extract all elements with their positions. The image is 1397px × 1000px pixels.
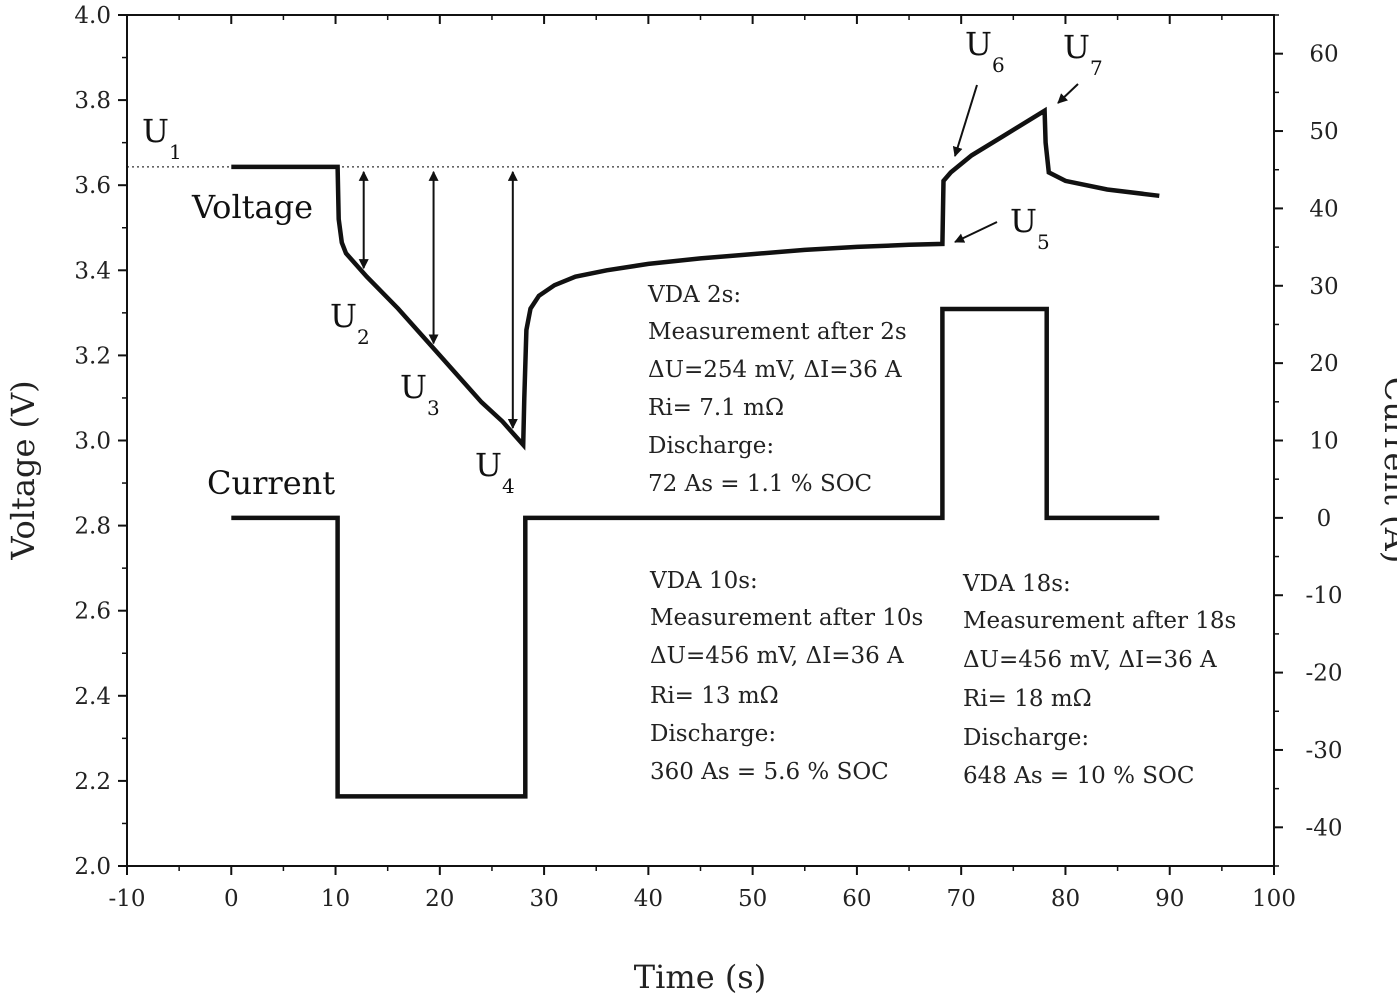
y2-tick-label: -30: [1305, 738, 1342, 764]
annotation-line: VDA 10s:: [649, 568, 758, 594]
y-tick-label: 4.0: [74, 3, 111, 29]
x-tick-label: 80: [1051, 886, 1080, 912]
annotation-line: VDA 2s:: [647, 282, 741, 308]
y-tick-label: 3.6: [74, 173, 111, 199]
annotation-line: 360 As = 5.6 % SOC: [650, 759, 889, 785]
point-label-u4: U4: [475, 446, 515, 498]
x-tick-label: 10: [321, 886, 350, 912]
point-label-u6: U6: [965, 25, 1005, 77]
point-label-u5: U5: [1010, 202, 1050, 254]
point-label-u7: U7: [1063, 28, 1103, 80]
y-tick-label: 3.8: [74, 88, 111, 114]
annotation-line: Discharge:: [650, 721, 776, 747]
series-label-voltage: Voltage: [191, 188, 313, 226]
y2-tick-label: 30: [1309, 274, 1338, 300]
pointer-arrow-u6: [952, 84, 978, 157]
point-label-u1: U1: [142, 112, 182, 164]
annotation-line: 648 As = 10 % SOC: [963, 763, 1194, 789]
y-tick-label: 3.2: [74, 343, 111, 369]
annotation-line: Ri= 18 mΩ: [963, 686, 1092, 712]
x-tick-label: 90: [1155, 886, 1184, 912]
y2-tick-label: -10: [1305, 583, 1342, 609]
measurement-arrows-layer: [358, 170, 518, 430]
y2-tick-label: -20: [1305, 661, 1342, 687]
series-layer: [231, 106, 1160, 799]
y-tick-label: 2.0: [74, 854, 111, 880]
annotation-line: Measurement after 2s: [648, 319, 907, 345]
series-line-current: [231, 306, 1160, 799]
x-tick-label: -10: [108, 886, 145, 912]
x-tick-label: 70: [947, 886, 976, 912]
annotation-line: ΔU=456 mV, ΔI=36 A: [650, 643, 904, 669]
y2-tick-label: 10: [1309, 429, 1338, 455]
y-tick-label: 3.4: [74, 258, 111, 284]
series-label-current: Current: [207, 464, 335, 502]
x-tick-label: 0: [224, 886, 239, 912]
annotation-line: Measurement after 10s: [650, 605, 923, 631]
point-label-u3: U3: [400, 368, 440, 420]
y-tick-label: 2.4: [74, 684, 111, 710]
y2-tick-label: 50: [1309, 119, 1338, 145]
y-tick-label: 2.6: [74, 599, 111, 625]
annotation-line: ΔU=254 mV, ΔI=36 A: [648, 357, 902, 383]
series-line-voltage: [231, 106, 1160, 451]
point-label-u2: U2: [330, 297, 370, 349]
y-tick-label: 3.0: [74, 429, 111, 455]
pointer-arrow-u7: [1057, 83, 1079, 104]
x-tick-label: 20: [425, 886, 454, 912]
pointer-arrow-u5: [954, 221, 998, 243]
annotation-line: VDA 18s:: [962, 571, 1071, 597]
y-tick-label: 2.2: [74, 769, 111, 795]
annotation-line: ΔU=456 mV, ΔI=36 A: [963, 647, 1217, 673]
annotation-vda-2s: VDA 2s: Measurement after 2s ΔU=254 mV, …: [647, 282, 907, 497]
annotation-line: Discharge:: [963, 725, 1089, 751]
annotation-line: 72 As = 1.1 % SOC: [648, 471, 872, 497]
y2-axis-title: Current (A): [1377, 377, 1397, 563]
x-tick-label: 40: [634, 886, 663, 912]
y2-tick-label: 0: [1317, 506, 1332, 532]
y-axis-title: Voltage (V): [4, 380, 42, 560]
y2-tick-label: 60: [1309, 42, 1338, 68]
y2-tick-label: 20: [1309, 351, 1338, 377]
x-axis-title: Time (s): [634, 958, 766, 996]
x-tick-label: 100: [1252, 886, 1296, 912]
annotation-line: Ri= 13 mΩ: [650, 683, 779, 709]
y-tick-label: 2.8: [74, 514, 111, 540]
annotation-vda-18s: VDA 18s: Measurement after 18s ΔU=456 mV…: [962, 571, 1236, 789]
annotation-line: Ri= 7.1 mΩ: [648, 395, 784, 421]
x-tick-label: 50: [738, 886, 767, 912]
x-tick-label: 60: [842, 886, 871, 912]
y2-tick-label: -40: [1305, 815, 1342, 841]
annotation-vda-10s: VDA 10s: Measurement after 10s ΔU=456 mV…: [649, 568, 923, 785]
annotation-line: Measurement after 18s: [963, 608, 1236, 634]
y2-tick-label: 40: [1309, 196, 1338, 222]
annotation-line: Discharge:: [648, 433, 774, 459]
x-tick-label: 30: [529, 886, 558, 912]
